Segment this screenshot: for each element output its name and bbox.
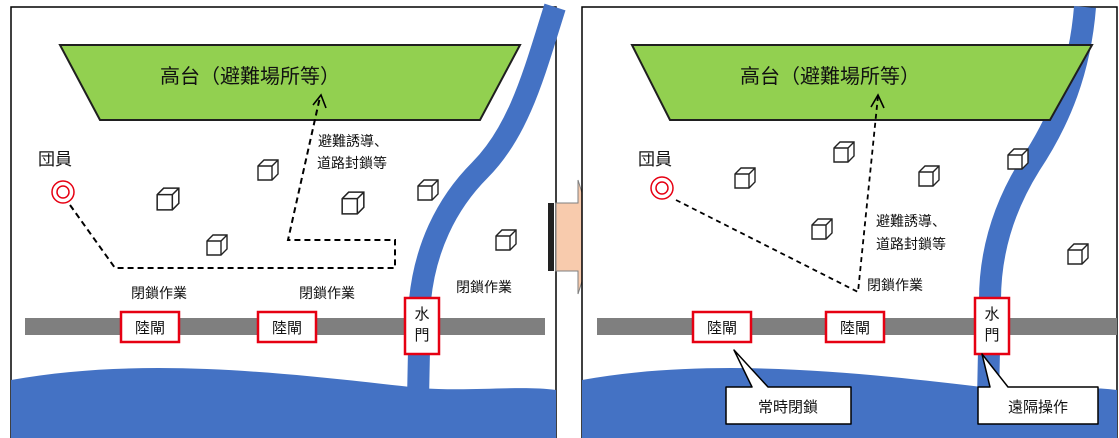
callout-remote-label: 遠隔操作 — [1008, 398, 1068, 416]
left-river-channel — [407, 3, 566, 401]
left-member-label: 団員 — [38, 150, 72, 170]
house-icon — [918, 165, 940, 187]
left-member-circle — [51, 180, 75, 204]
left-land-gate-2: 陸閘 — [256, 310, 318, 344]
right-member-circle — [650, 176, 674, 200]
left-plateau-label: 高台（避難場所等） — [160, 64, 340, 88]
right-plateau — [630, 44, 1094, 121]
house-icon — [417, 179, 439, 201]
left-route-label-2: 道路封鎖等 — [317, 155, 387, 172]
house-icon — [811, 218, 833, 240]
house-icon — [341, 191, 365, 215]
floodgate-label-bottom: 門 — [414, 326, 429, 344]
right-panel: 高台（避難場所等） 団員 避難誘導、 道路封鎖等 閉鎖作業 陸閘 陸閘 — [581, 6, 1118, 438]
gate-label: 陸閘 — [840, 319, 870, 337]
right-member-label: 団員 — [638, 150, 672, 170]
right-floodgate: 水 門 — [973, 296, 1011, 356]
right-dashed-route — [675, 95, 879, 294]
left-floodgate: 水 門 — [403, 296, 441, 356]
left-route-label-1: 避難誘導、 — [318, 134, 388, 150]
callout-always-closed: 常時閉鎖 — [725, 349, 852, 425]
house-icon — [734, 167, 756, 189]
gate-label: 陸閘 — [707, 319, 737, 337]
callout-always-closed-label: 常時閉鎖 — [758, 398, 818, 416]
left-work-label-3: 閉鎖作業 — [456, 280, 512, 296]
house-icon — [495, 229, 517, 251]
left-work-label-2: 閉鎖作業 — [299, 286, 355, 302]
right-land-gate-1: 陸閘 — [691, 310, 753, 344]
gate-label: 陸閘 — [135, 319, 165, 337]
gate-label: 陸閘 — [272, 319, 302, 337]
house-icon — [156, 187, 180, 211]
right-land-gate-2: 陸閘 — [824, 310, 886, 344]
house-icon — [1067, 243, 1089, 265]
left-panel: 高台（避難場所等） 団員 避難誘導、 道路封鎖等 閉鎖作業 閉鎖作業 閉鎖作業 … — [10, 3, 566, 438]
callout-remote-operation: 遠隔操作 — [977, 353, 1099, 425]
house-icon — [257, 159, 279, 181]
up-arrow-icon — [312, 93, 327, 109]
right-work-label: 閉鎖作業 — [867, 278, 923, 294]
floodgate-label-top: 水 — [414, 305, 429, 323]
left-dashed-route — [69, 96, 396, 269]
right-route-label-1: 避難誘導、 — [876, 214, 946, 230]
up-arrow-icon — [870, 93, 885, 109]
left-work-label-1: 閉鎖作業 — [131, 286, 187, 302]
left-land-gate-1: 陸閘 — [119, 310, 181, 344]
floodgate-label-top: 水 — [984, 305, 999, 323]
floodgate-label-bottom: 門 — [984, 326, 999, 344]
house-icon — [833, 141, 855, 163]
right-route-label-2: 道路封鎖等 — [876, 236, 946, 253]
right-plateau-label: 高台（避難場所等） — [740, 64, 920, 88]
house-icon — [206, 234, 228, 256]
house-icon — [1007, 148, 1029, 170]
left-plateau — [58, 44, 522, 121]
left-river-bank — [11, 368, 556, 438]
